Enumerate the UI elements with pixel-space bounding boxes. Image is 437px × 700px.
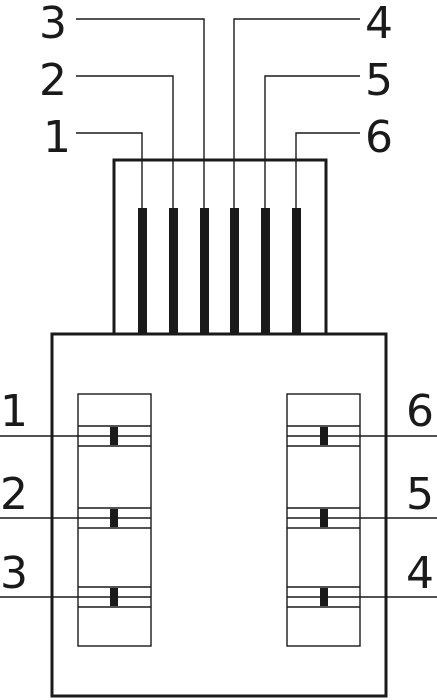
pin-4-contact	[230, 208, 239, 334]
left-terminal-2-label: 2	[0, 469, 28, 520]
right-contact-6	[320, 427, 328, 445]
left-contact-3	[110, 588, 118, 606]
connector-body	[50, 332, 388, 698]
right-terminal-4: 4	[287, 548, 437, 608]
top-pin-5: 5	[261, 55, 393, 334]
top-pin-1: 1	[43, 112, 147, 334]
right-terminal-6-label: 6	[406, 386, 434, 437]
left-terminal-3-label: 3	[0, 548, 28, 599]
left-contact-2	[110, 509, 118, 527]
top-pin-6: 6	[292, 112, 393, 334]
right-terminal-4-label: 4	[406, 548, 434, 599]
right-contact-4	[320, 588, 328, 606]
pin-2-contact	[169, 208, 178, 334]
right-terminal-5: 5	[287, 469, 437, 529]
right-terminal-5-label: 5	[406, 469, 434, 520]
pin-2-label: 2	[39, 55, 67, 106]
pin-5-contact	[261, 208, 270, 334]
pin-6-label: 6	[365, 112, 393, 163]
top-pin-4: 4	[230, 0, 393, 334]
pin-1-contact	[138, 208, 147, 334]
left-terminal-2: 2	[0, 469, 151, 529]
left-contact-1	[110, 427, 118, 445]
left-terminal-3: 3	[0, 548, 151, 608]
pin-5-label: 5	[365, 55, 393, 106]
pin-3-contact	[200, 208, 209, 334]
left-terminal-1: 1	[0, 386, 151, 447]
left-terminal-block	[77, 393, 152, 647]
top-pin-3: 3	[39, 0, 209, 334]
pin-3-leader	[76, 18, 205, 208]
pin-1-label: 1	[43, 112, 71, 163]
right-terminal-block	[286, 393, 361, 647]
plug-housing	[112, 158, 328, 336]
pin-1-leader	[76, 132, 143, 208]
right-terminal-6: 6	[287, 386, 437, 447]
pin-4-leader	[233, 18, 360, 208]
pin-6-leader	[295, 132, 360, 208]
left-terminal-1-label: 1	[0, 386, 28, 437]
pin-2-leader	[76, 75, 174, 208]
right-contact-5	[320, 509, 328, 527]
top-pin-2: 2	[39, 55, 178, 334]
pin-3-label: 3	[39, 0, 67, 49]
pin-4-label: 4	[365, 0, 393, 49]
pin-6-contact	[292, 208, 301, 334]
pin-5-leader	[264, 75, 360, 208]
